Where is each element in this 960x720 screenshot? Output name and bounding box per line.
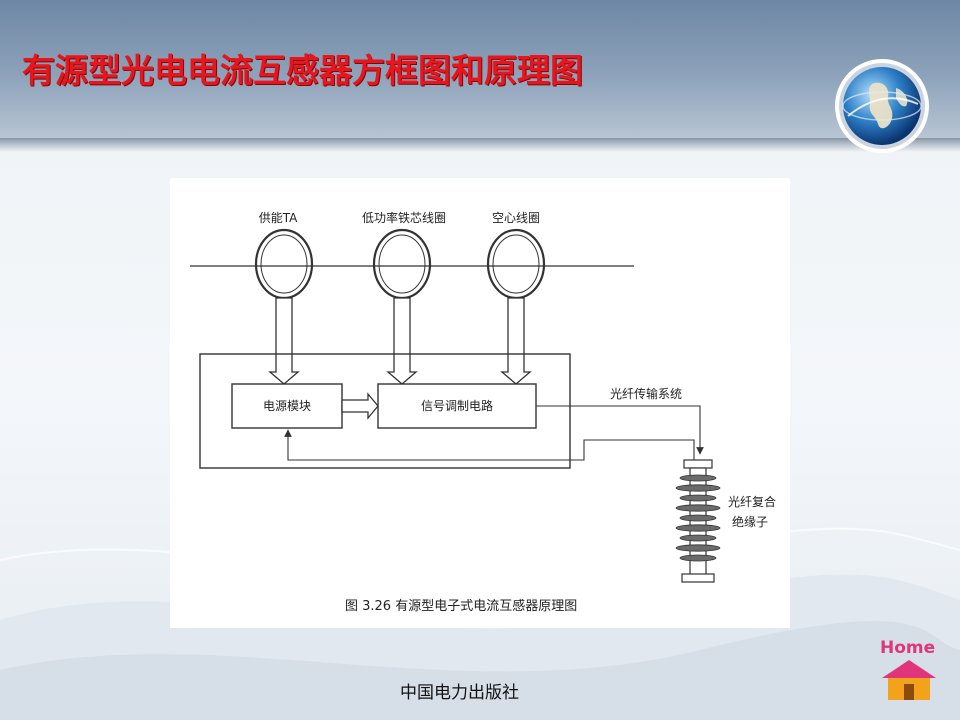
label-ct-lowpower: 低功率铁芯线圈	[362, 210, 446, 225]
home-icon	[882, 660, 936, 700]
label-ct-power: 供能TA	[259, 211, 298, 225]
power-module-label: 电源模块	[263, 399, 311, 413]
header-shadow	[0, 138, 960, 152]
coil-ct-power	[254, 228, 314, 300]
ct-principle-diagram: 供能TA 低功率铁芯线圈 空心线圈 电源	[190, 210, 776, 614]
home-label: Home	[880, 638, 936, 658]
arrow-power-to-signal	[341, 392, 379, 420]
arrow-ct-lowpower-down	[386, 297, 418, 385]
insulator-label-line1: 光纤复合	[728, 494, 776, 509]
label-ct-aircore: 空心线圈	[492, 211, 540, 225]
arrow-ct-power-down	[268, 297, 300, 385]
power-feedback-line	[284, 429, 695, 461]
insulator-label-line2: 绝缘子	[732, 514, 768, 529]
power-module-box	[231, 383, 343, 429]
enclosure-box	[199, 353, 571, 469]
figure-caption: 图 3.26 有源型电子式电流互感器原理图	[345, 598, 577, 614]
globe-logo	[834, 58, 930, 154]
fiber-system-label: 光纤传输系统	[610, 386, 682, 401]
slide-title: 有源型光电电流互感器方框图和原理图	[22, 51, 583, 90]
coil-ct-lowpower	[372, 228, 432, 300]
home-button[interactable]: Home	[876, 638, 942, 702]
publisher-footer: 中国电力出版社	[400, 683, 519, 703]
fiber-downlink	[536, 405, 704, 455]
signal-circuit-label: 信号调制电路	[421, 398, 493, 413]
coil-ct-aircore	[486, 228, 546, 300]
arrow-ct-aircore-down	[500, 297, 532, 385]
diagram-panel: 供能TA 低功率铁芯线圈 空心线圈 电源	[170, 178, 790, 628]
globe-icon	[835, 59, 929, 153]
header-band	[0, 0, 960, 140]
composite-insulator	[675, 459, 721, 583]
